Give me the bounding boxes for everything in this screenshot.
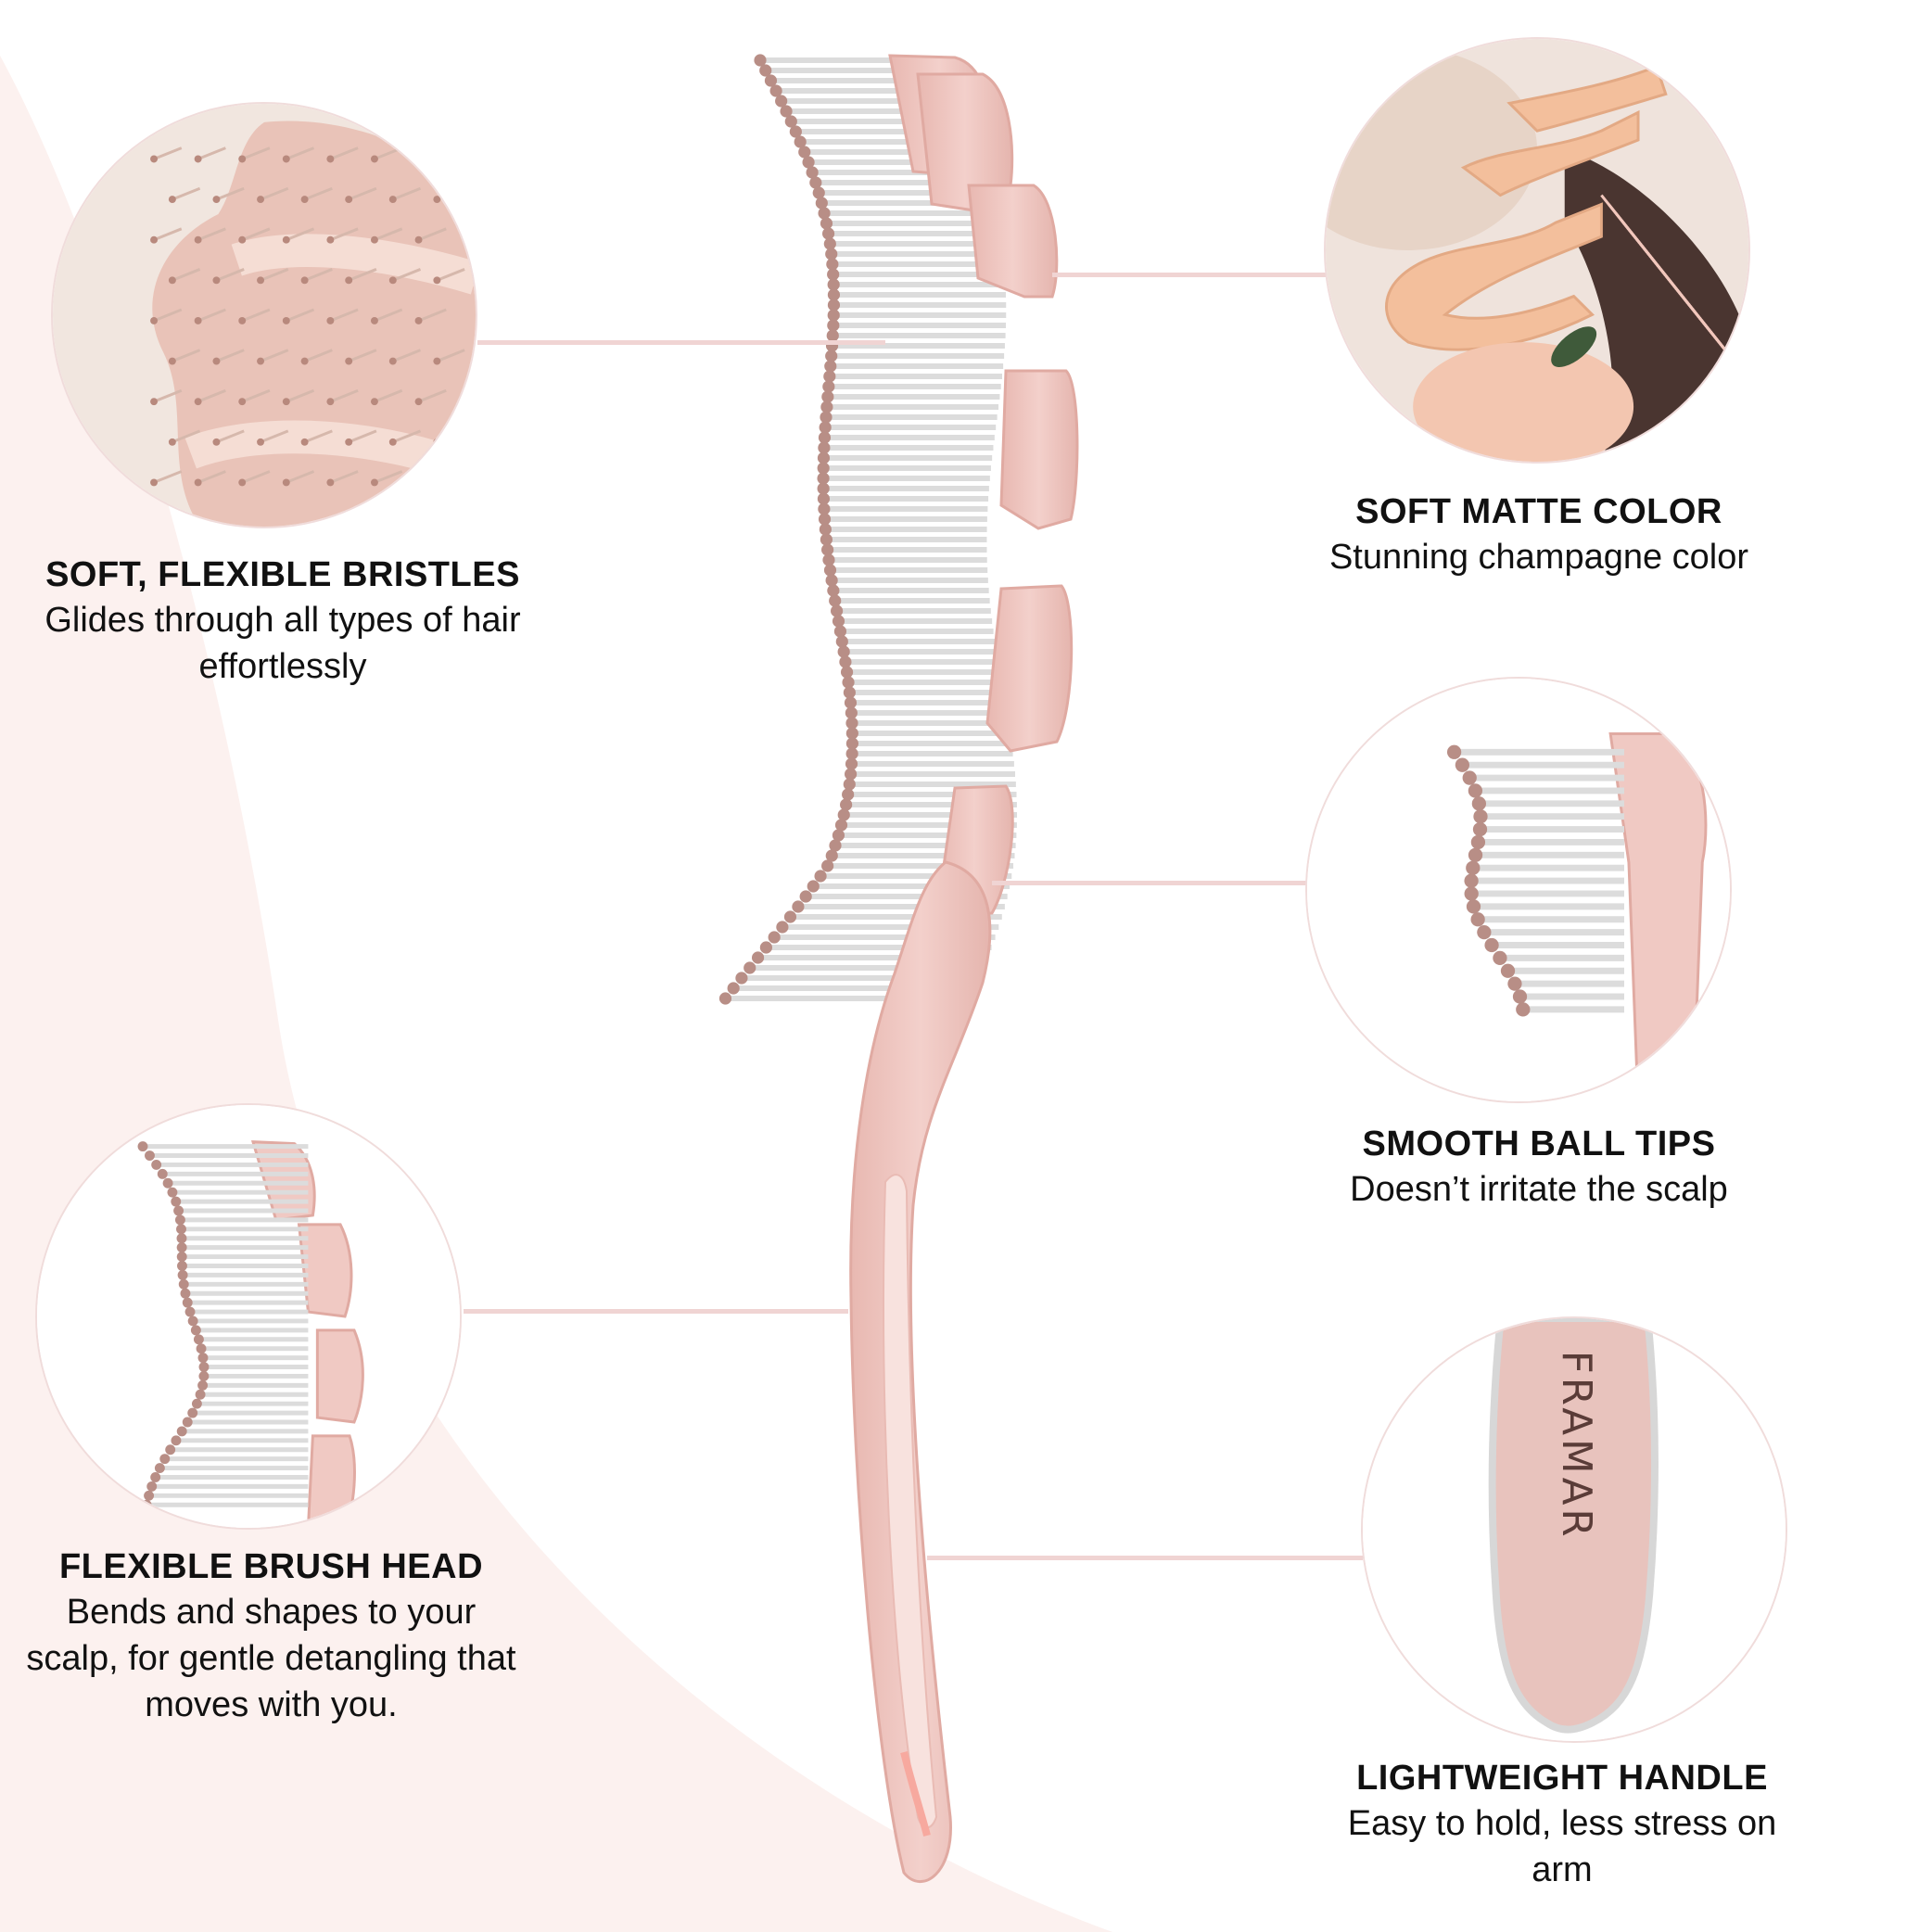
brush-head-closeup-image [35, 1103, 462, 1530]
feature-title: SOFT, FLEXIBLE BRISTLES [45, 555, 520, 594]
brush-in-hair-image [1324, 37, 1750, 464]
connector-line-bristles [477, 340, 885, 345]
handle-closeup-icon: FRAMAR [1363, 1318, 1786, 1741]
brush-head [888, 54, 1079, 920]
feature-handle: LIGHTWEIGHT HANDLE Easy to hold, less st… [1316, 1756, 1808, 1893]
connector-line-handle [927, 1556, 1363, 1560]
ball-tips-closeup-icon [1307, 679, 1730, 1101]
feature-title: SMOOTH BALL TIPS [1362, 1125, 1716, 1163]
feature-brush-head: FLEXIBLE BRUSH HEAD Bends and shapes to … [19, 1544, 524, 1728]
connector-line-ball-tips [992, 881, 1307, 885]
feature-description: Easy to hold, less stress on arm [1347, 1804, 1777, 1889]
feature-title: SOFT MATTE COLOR [1355, 492, 1722, 531]
bristles-closeup-image [51, 102, 477, 528]
connector-line-brush-head [464, 1309, 848, 1314]
feature-ball-tips: SMOOTH BALL TIPS Doesn’t irritate the sc… [1279, 1122, 1799, 1213]
feature-bristles: SOFT, FLEXIBLE BRISTLES Glides through a… [0, 553, 566, 690]
bristles-closeup-photo-icon [53, 104, 476, 527]
brush-handle [849, 860, 992, 1884]
feature-description: Stunning champagne color [1328, 538, 1749, 577]
feature-title: FLEXIBLE BRUSH HEAD [58, 1547, 484, 1586]
feature-description: Bends and shapes to your scalp, for gent… [26, 1593, 516, 1724]
brush-head-closeup-icon [37, 1105, 460, 1528]
bristles [718, 54, 1018, 1005]
framar-logo: FRAMAR [1553, 1351, 1599, 1541]
handle-closeup-image: FRAMAR [1361, 1316, 1787, 1743]
connector-line-color [1052, 273, 1330, 277]
feature-description: Doesn’t irritate the scalp [1350, 1170, 1728, 1209]
brush-in-hair-photo-icon [1326, 39, 1748, 462]
feature-title: LIGHTWEIGHT HANDLE [1356, 1759, 1768, 1798]
feature-description: Glides through all types of hair effortl… [44, 601, 521, 686]
ball-tips-closeup-image [1305, 677, 1732, 1103]
feature-color: SOFT MATTE COLOR Stunning champagne colo… [1279, 489, 1799, 580]
